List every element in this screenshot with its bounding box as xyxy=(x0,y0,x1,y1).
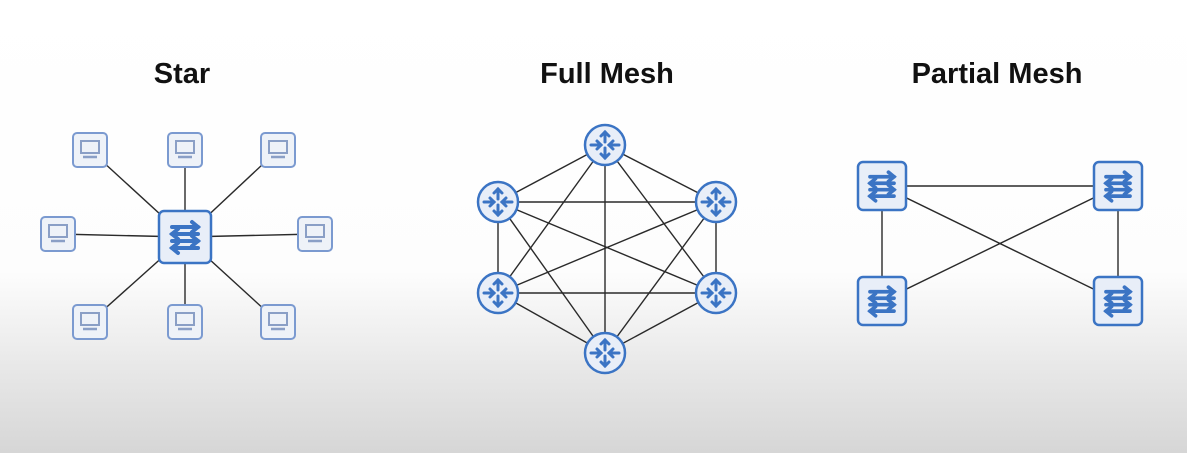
switch-icon xyxy=(1092,275,1144,327)
monitor-icon xyxy=(268,312,288,326)
router-icon xyxy=(694,180,738,224)
partial-mesh-switch-bottom-left xyxy=(856,275,908,327)
partial-mesh-switch-bottom-right xyxy=(1092,275,1144,327)
star-computer-1 xyxy=(72,132,108,168)
monitor-icon xyxy=(175,312,195,326)
switch-icon xyxy=(1092,160,1144,212)
router-icon xyxy=(694,271,738,315)
monitor-icon xyxy=(305,224,325,238)
router-icon xyxy=(583,123,627,167)
monitor-icon xyxy=(175,140,195,154)
star-central-switch xyxy=(157,209,213,265)
full-mesh-link xyxy=(497,144,606,294)
star-computer-4 xyxy=(40,216,76,252)
full-mesh-link xyxy=(497,201,606,354)
full-mesh-title: Full Mesh xyxy=(540,58,674,90)
router-icon xyxy=(583,331,627,375)
partial-mesh-switch-top-left xyxy=(856,160,908,212)
router-icon xyxy=(476,271,520,315)
full-mesh-router-1 xyxy=(583,123,627,167)
full-mesh-router-2 xyxy=(476,180,520,224)
monitor-icon xyxy=(48,224,68,238)
partial-mesh-link xyxy=(881,185,1119,302)
star-title: Star xyxy=(153,58,211,90)
monitor-icon xyxy=(80,140,100,154)
star-computer-5 xyxy=(297,216,333,252)
star-computer-2 xyxy=(167,132,203,168)
monitor-icon xyxy=(268,140,288,154)
star-computer-3 xyxy=(260,132,296,168)
partial-mesh-title: Partial Mesh xyxy=(911,58,1083,90)
switch-icon xyxy=(856,160,908,212)
full-mesh-router-3 xyxy=(694,180,738,224)
switch-icon xyxy=(856,275,908,327)
partial-mesh-switch-top-right xyxy=(1092,160,1144,212)
full-mesh-link xyxy=(497,201,717,294)
full-mesh-router-5 xyxy=(694,271,738,315)
full-mesh-link xyxy=(604,201,717,354)
monitor-icon xyxy=(80,312,100,326)
router-icon xyxy=(476,180,520,224)
switch-icon xyxy=(157,209,213,265)
full-mesh-router-6 xyxy=(583,331,627,375)
star-computer-7 xyxy=(167,304,203,340)
full-mesh-router-4 xyxy=(476,271,520,315)
star-computer-6 xyxy=(72,304,108,340)
star-computer-8 xyxy=(260,304,296,340)
full-mesh-link xyxy=(604,144,717,294)
